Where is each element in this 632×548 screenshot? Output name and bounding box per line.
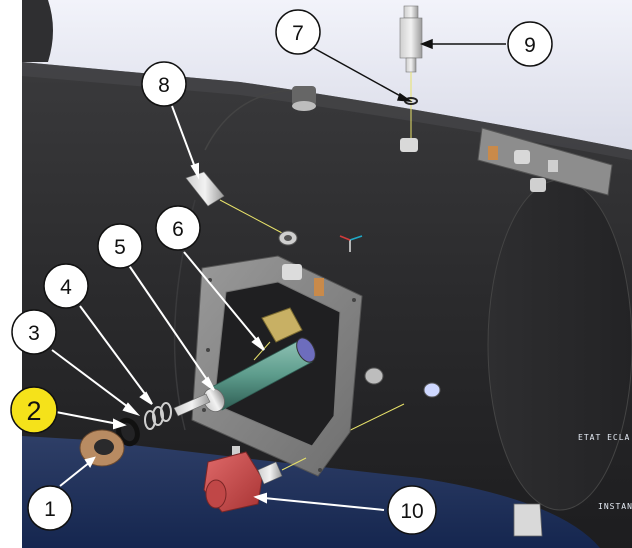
callout-7: 7 [275, 9, 321, 55]
callout-circle [155, 205, 201, 251]
leader-line-7 [309, 45, 413, 102]
callout-label-8: 8 [158, 74, 170, 97]
top-flange [477, 127, 613, 196]
top-nozzles [292, 86, 546, 192]
callout-5: 5 [97, 223, 143, 269]
callout-label-4: 4 [60, 276, 72, 299]
callout-circle [141, 61, 187, 107]
callout-label-9: 9 [524, 34, 536, 57]
status-text-2: INSTAN [598, 502, 632, 511]
callout-6: 6 [155, 205, 201, 251]
axis-marker [339, 235, 363, 252]
callout-circle [97, 223, 143, 269]
callout-2: 2 [10, 386, 58, 434]
callout-1: 1 [27, 485, 73, 531]
spring-4 [144, 402, 172, 430]
callout-label-3: 3 [28, 322, 40, 345]
callout-circle [11, 309, 57, 355]
vessel-fragment [22, 0, 53, 62]
status-text-1: ETAT ECLA [578, 433, 630, 442]
callout-9: 9 [507, 21, 553, 67]
callout-label-1: 1 [44, 498, 56, 521]
o-ring-3 [116, 417, 140, 447]
fitting-8 [185, 171, 298, 246]
callout-10: 10 [387, 485, 437, 535]
block-6 [253, 307, 303, 361]
leader-line-9 [419, 38, 506, 50]
callout-label-10: 10 [400, 500, 423, 523]
callout-label-7: 7 [292, 22, 304, 45]
callout-circle [275, 9, 321, 55]
callout-label-5: 5 [114, 236, 126, 259]
actuator-10 [203, 446, 307, 513]
callout-3: 3 [11, 309, 57, 355]
callout-circle [27, 485, 73, 531]
callout-label-6: 6 [172, 218, 184, 241]
callout-label-2: 2 [26, 396, 41, 426]
callout-circle [507, 21, 553, 67]
left-margin [0, 0, 22, 548]
callout-4: 4 [43, 263, 89, 309]
rod-5 [173, 337, 316, 417]
callout-circle-highlighted [10, 386, 58, 434]
callout-circle [43, 263, 89, 309]
washer-1 [79, 429, 125, 467]
callout-8: 8 [141, 61, 187, 107]
callout-circle [387, 485, 437, 535]
leader-lines [51, 105, 385, 511]
support-foot [513, 503, 543, 537]
